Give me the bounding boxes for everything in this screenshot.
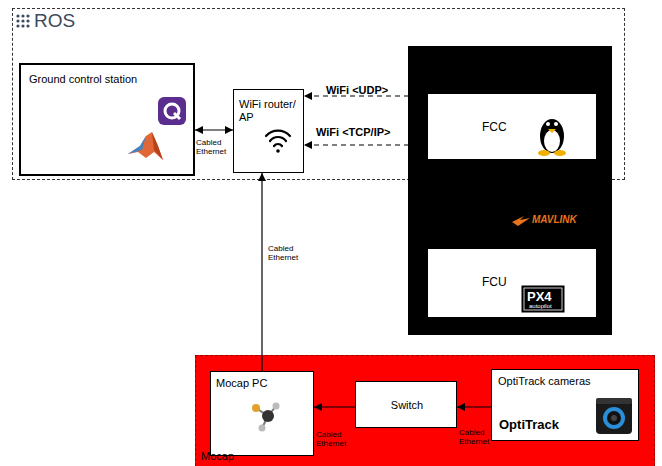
qgc-icon (158, 97, 186, 125)
process-box: Mocap PC (210, 371, 314, 456)
ethernet-link (457, 406, 491, 407)
edge-label: WiFi <TCP/IP> (316, 126, 390, 139)
edge-label: Cabled Ethernet (196, 138, 232, 156)
process-box: WiFi router/ AP (233, 89, 304, 173)
process-box: FCC (427, 93, 597, 160)
ethernet-link (314, 406, 355, 407)
process-box: FCU (427, 248, 597, 318)
edge-label: WiFi <UDP> (326, 84, 388, 97)
edge-label: Cabled Ethernet (459, 428, 489, 446)
node-label: MAVLINK (532, 214, 577, 226)
edge-label: Cabled Ethernet (268, 244, 308, 262)
node-label: Ground control station (29, 73, 137, 86)
process-box: Ground control station (19, 63, 195, 176)
node-label: Switch (391, 399, 423, 412)
edge-label: Cabled Ethernet (316, 430, 352, 448)
px4-logo-subtext: autopilot (529, 303, 552, 310)
mocap-molecule-icon (252, 403, 280, 432)
node-label: Mocap (201, 450, 234, 463)
node-label: Mocap PC (216, 377, 267, 390)
node-label: FCU (482, 276, 507, 290)
ethernet-link (195, 129, 233, 130)
px4-logo (522, 286, 564, 312)
logo-text: OptiTrack (499, 418, 559, 433)
px4-logo-text: PX4 (527, 290, 552, 305)
optitrack-camera-icon (596, 398, 632, 434)
mavlink-bird (512, 216, 530, 226)
wifi-link (304, 95, 427, 96)
wifi-link (304, 144, 427, 145)
matlab-icon (128, 132, 163, 160)
node-label: WiFi router/ AP (239, 98, 299, 123)
node-label: OptiTrack cameras (498, 375, 591, 388)
process-box: Switch (355, 381, 457, 428)
node-label: ROS (34, 10, 75, 32)
ethernet-link (261, 173, 262, 371)
process-box: OptiTrack camerasOptiTrack (491, 369, 639, 441)
linux-tux-icon (538, 119, 566, 156)
ros-logo-dots (16, 14, 29, 27)
vehicle-panel: MAVLINK FCC FCU (408, 46, 612, 335)
wifi-icon (266, 131, 290, 153)
mocap-region: MocapMocap PCSwitchOptiTrack camerasOpti… (195, 355, 655, 466)
node-label: FCC (482, 121, 507, 135)
